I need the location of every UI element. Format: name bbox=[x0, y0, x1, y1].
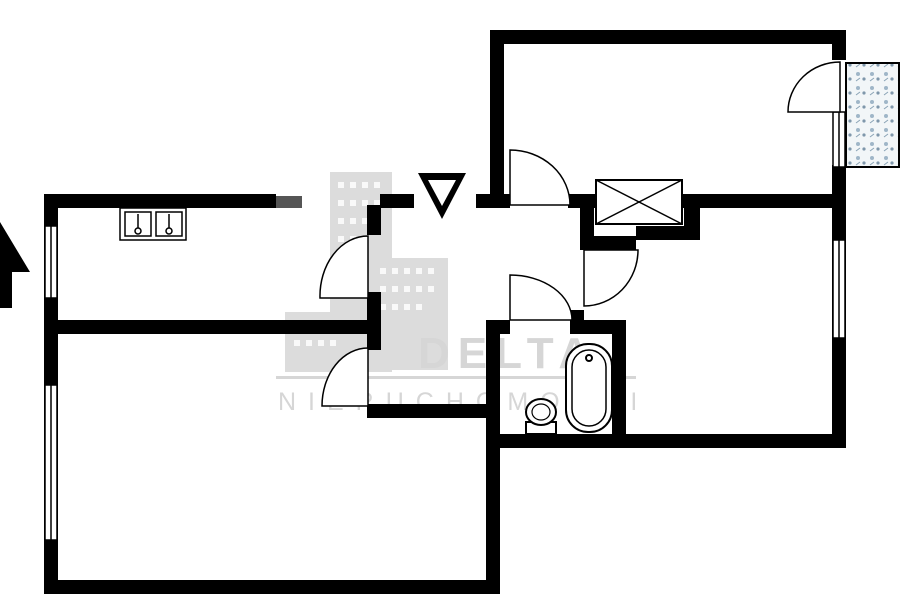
windows bbox=[44, 111, 846, 541]
kitchen-sink-icon bbox=[119, 207, 187, 241]
watermark-brand: DELTA bbox=[418, 329, 598, 378]
bathroom-door bbox=[509, 274, 573, 321]
right-room-door bbox=[583, 249, 639, 307]
ventilation-shaft-icon bbox=[595, 179, 683, 225]
entrance-door bbox=[509, 149, 571, 206]
balcony bbox=[845, 62, 900, 168]
doors bbox=[319, 61, 841, 407]
balcony-door bbox=[787, 61, 841, 113]
kitchen-door bbox=[319, 235, 369, 299]
toilet-icon bbox=[525, 398, 557, 435]
room-door bbox=[321, 347, 369, 407]
bathtub-icon bbox=[565, 343, 613, 433]
entrance-triangle-icon bbox=[418, 173, 466, 219]
north-arrow-icon bbox=[0, 222, 30, 308]
